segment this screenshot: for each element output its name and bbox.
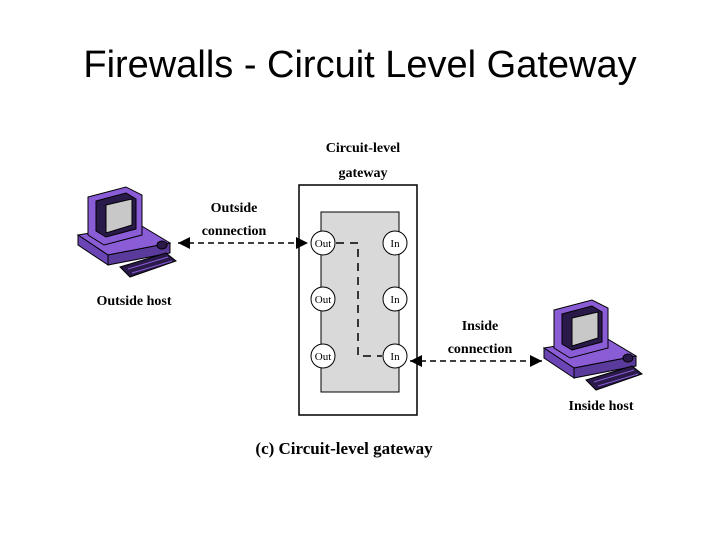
- gateway-label-line2: gateway: [339, 166, 388, 181]
- inside-connection-label-line2: connection: [448, 342, 513, 357]
- inside-host-computer-icon: [542, 299, 644, 391]
- in-port-1-label: In: [390, 238, 400, 250]
- out-port-3: Out: [310, 343, 336, 369]
- out-port-2: Out: [310, 286, 336, 312]
- outside-connection-label-line1: Outside: [211, 201, 258, 216]
- in-port-2-label: In: [390, 294, 400, 306]
- outside-connection-label-line2: connection: [202, 224, 267, 239]
- inside-connection-label-line1: Inside: [462, 319, 499, 334]
- relay-link: [336, 242, 382, 357]
- out-port-3-label: Out: [315, 351, 332, 363]
- inside-host-label: Inside host: [569, 399, 634, 414]
- diagram-caption: (c) Circuit-level gateway: [255, 439, 433, 458]
- out-port-1: Out: [310, 230, 336, 256]
- gateway-label-line1: Circuit-level: [326, 141, 400, 156]
- out-port-1-label: Out: [315, 238, 332, 250]
- in-port-3-label: In: [390, 351, 400, 363]
- in-port-2: In: [382, 286, 408, 312]
- slide-title: Firewalls - Circuit Level Gateway: [83, 44, 637, 86]
- out-port-2-label: Out: [315, 294, 332, 306]
- in-port-3: In: [382, 343, 408, 369]
- outside-host-computer-icon: [76, 186, 178, 278]
- in-port-1: In: [382, 230, 408, 256]
- outside-host-label: Outside host: [96, 294, 171, 309]
